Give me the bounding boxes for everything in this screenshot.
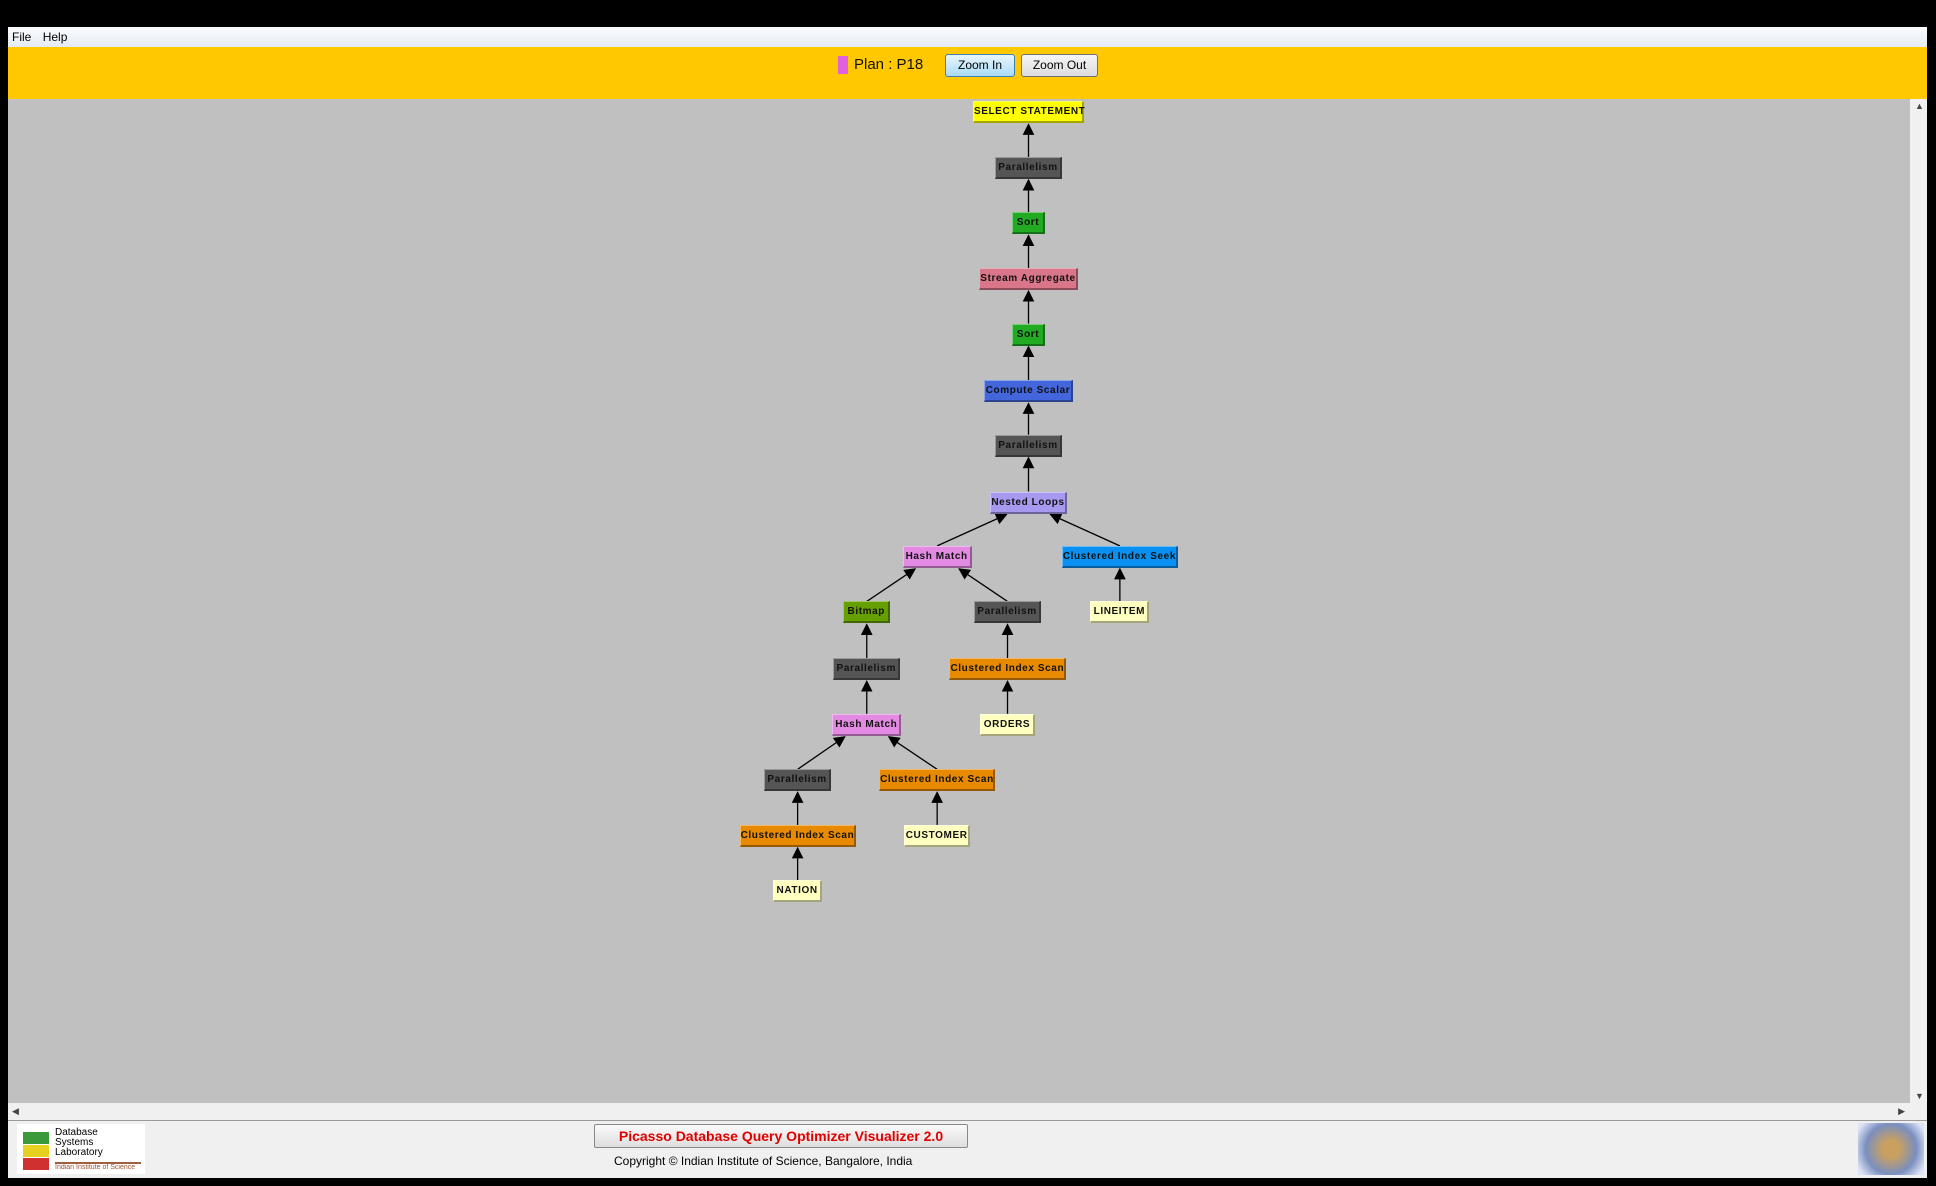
plan-node-table[interactable]: NATION — [772, 880, 823, 903]
zoom-in-button[interactable]: Zoom In — [945, 54, 1015, 77]
plan-node-index-scan[interactable]: Clustered Index Scan — [739, 824, 856, 847]
plan-edge — [797, 736, 846, 770]
plan-color-swatch — [838, 56, 848, 74]
plan-node-sort[interactable]: Sort — [1012, 323, 1045, 346]
plan-node-stream-aggregate[interactable]: Stream Aggregate — [979, 268, 1078, 291]
app-window: File Help Plan : P18 Zoom In Zoom Out SE… — [8, 27, 1927, 1178]
plan-node-parallelism[interactable]: Parallelism — [764, 769, 831, 792]
dsl-logo: Database Systems Laboratory Indian Insti… — [17, 1124, 145, 1174]
plan-label: Plan : P18 — [854, 56, 924, 73]
menu-file[interactable]: File — [12, 30, 32, 44]
plan-edge — [958, 568, 1008, 602]
lego-blocks-icon — [23, 1132, 49, 1170]
logo-text: Database Systems Laboratory — [55, 1127, 103, 1158]
menu-bar: File Help — [8, 27, 1927, 47]
app-title-button[interactable]: Picasso Database Query Optimizer Visuali… — [594, 1124, 968, 1148]
plan-node-parallelism[interactable]: Parallelism — [833, 658, 901, 681]
plan-edge — [887, 736, 938, 770]
plan-edges — [791, 123, 1126, 881]
plan-node-index-scan[interactable]: Clustered Index Scan — [879, 769, 996, 792]
plan-node-nested-loops[interactable]: Nested Loops — [990, 491, 1067, 514]
scroll-up-icon[interactable]: ▲ — [1915, 101, 1924, 111]
plan-node-sort[interactable]: Sort — [1012, 212, 1045, 235]
scroll-down-icon[interactable]: ▼ — [1915, 1091, 1924, 1101]
plan-node-index-seek[interactable]: Clustered Index Seek — [1061, 545, 1178, 568]
zoom-out-button[interactable]: Zoom Out — [1021, 54, 1098, 77]
vertical-scrollbar[interactable]: ▲ ▼ — [1910, 99, 1927, 1103]
footer: Database Systems Laboratory Indian Insti… — [8, 1121, 1927, 1178]
plan-edge — [936, 513, 1008, 547]
plan-node-table[interactable]: CUSTOMER — [903, 824, 971, 847]
plan-node-root[interactable]: SELECT STATEMENT — [972, 101, 1085, 124]
plan-node-parallelism[interactable]: Parallelism — [995, 156, 1062, 179]
logo-subtitle: Indian Institute of Science — [55, 1162, 141, 1171]
plan-node-hash-match[interactable]: Hash Match — [902, 545, 972, 568]
plan-node-parallelism[interactable]: Parallelism — [995, 434, 1062, 457]
plan-edge — [866, 568, 917, 602]
menu-help[interactable]: Help — [42, 30, 68, 44]
toolbar: Plan : P18 Zoom In Zoom Out — [8, 47, 1927, 100]
horizontal-scrollbar[interactable]: ◀ ▶ — [8, 1103, 1927, 1121]
plan-node-index-scan[interactable]: Clustered Index Scan — [949, 658, 1066, 681]
plan-node-hash-match[interactable]: Hash Match — [832, 713, 902, 736]
plan-node-parallelism[interactable]: Parallelism — [974, 601, 1041, 624]
plan-node-compute-scalar[interactable]: Compute Scalar — [984, 380, 1073, 403]
plan-node-table[interactable]: LINEITEM — [1090, 601, 1150, 624]
plan-edge — [1049, 513, 1121, 547]
plan-node-bitmap[interactable]: Bitmap — [843, 601, 891, 624]
scroll-left-icon[interactable]: ◀ — [12, 1106, 19, 1116]
scroll-right-icon[interactable]: ▶ — [1898, 1106, 1905, 1116]
copyright-text: Copyright © Indian Institute of Science,… — [614, 1154, 913, 1168]
iisc-seal-logo — [1858, 1123, 1924, 1175]
plan-node-table[interactable]: ORDERS — [980, 713, 1035, 736]
